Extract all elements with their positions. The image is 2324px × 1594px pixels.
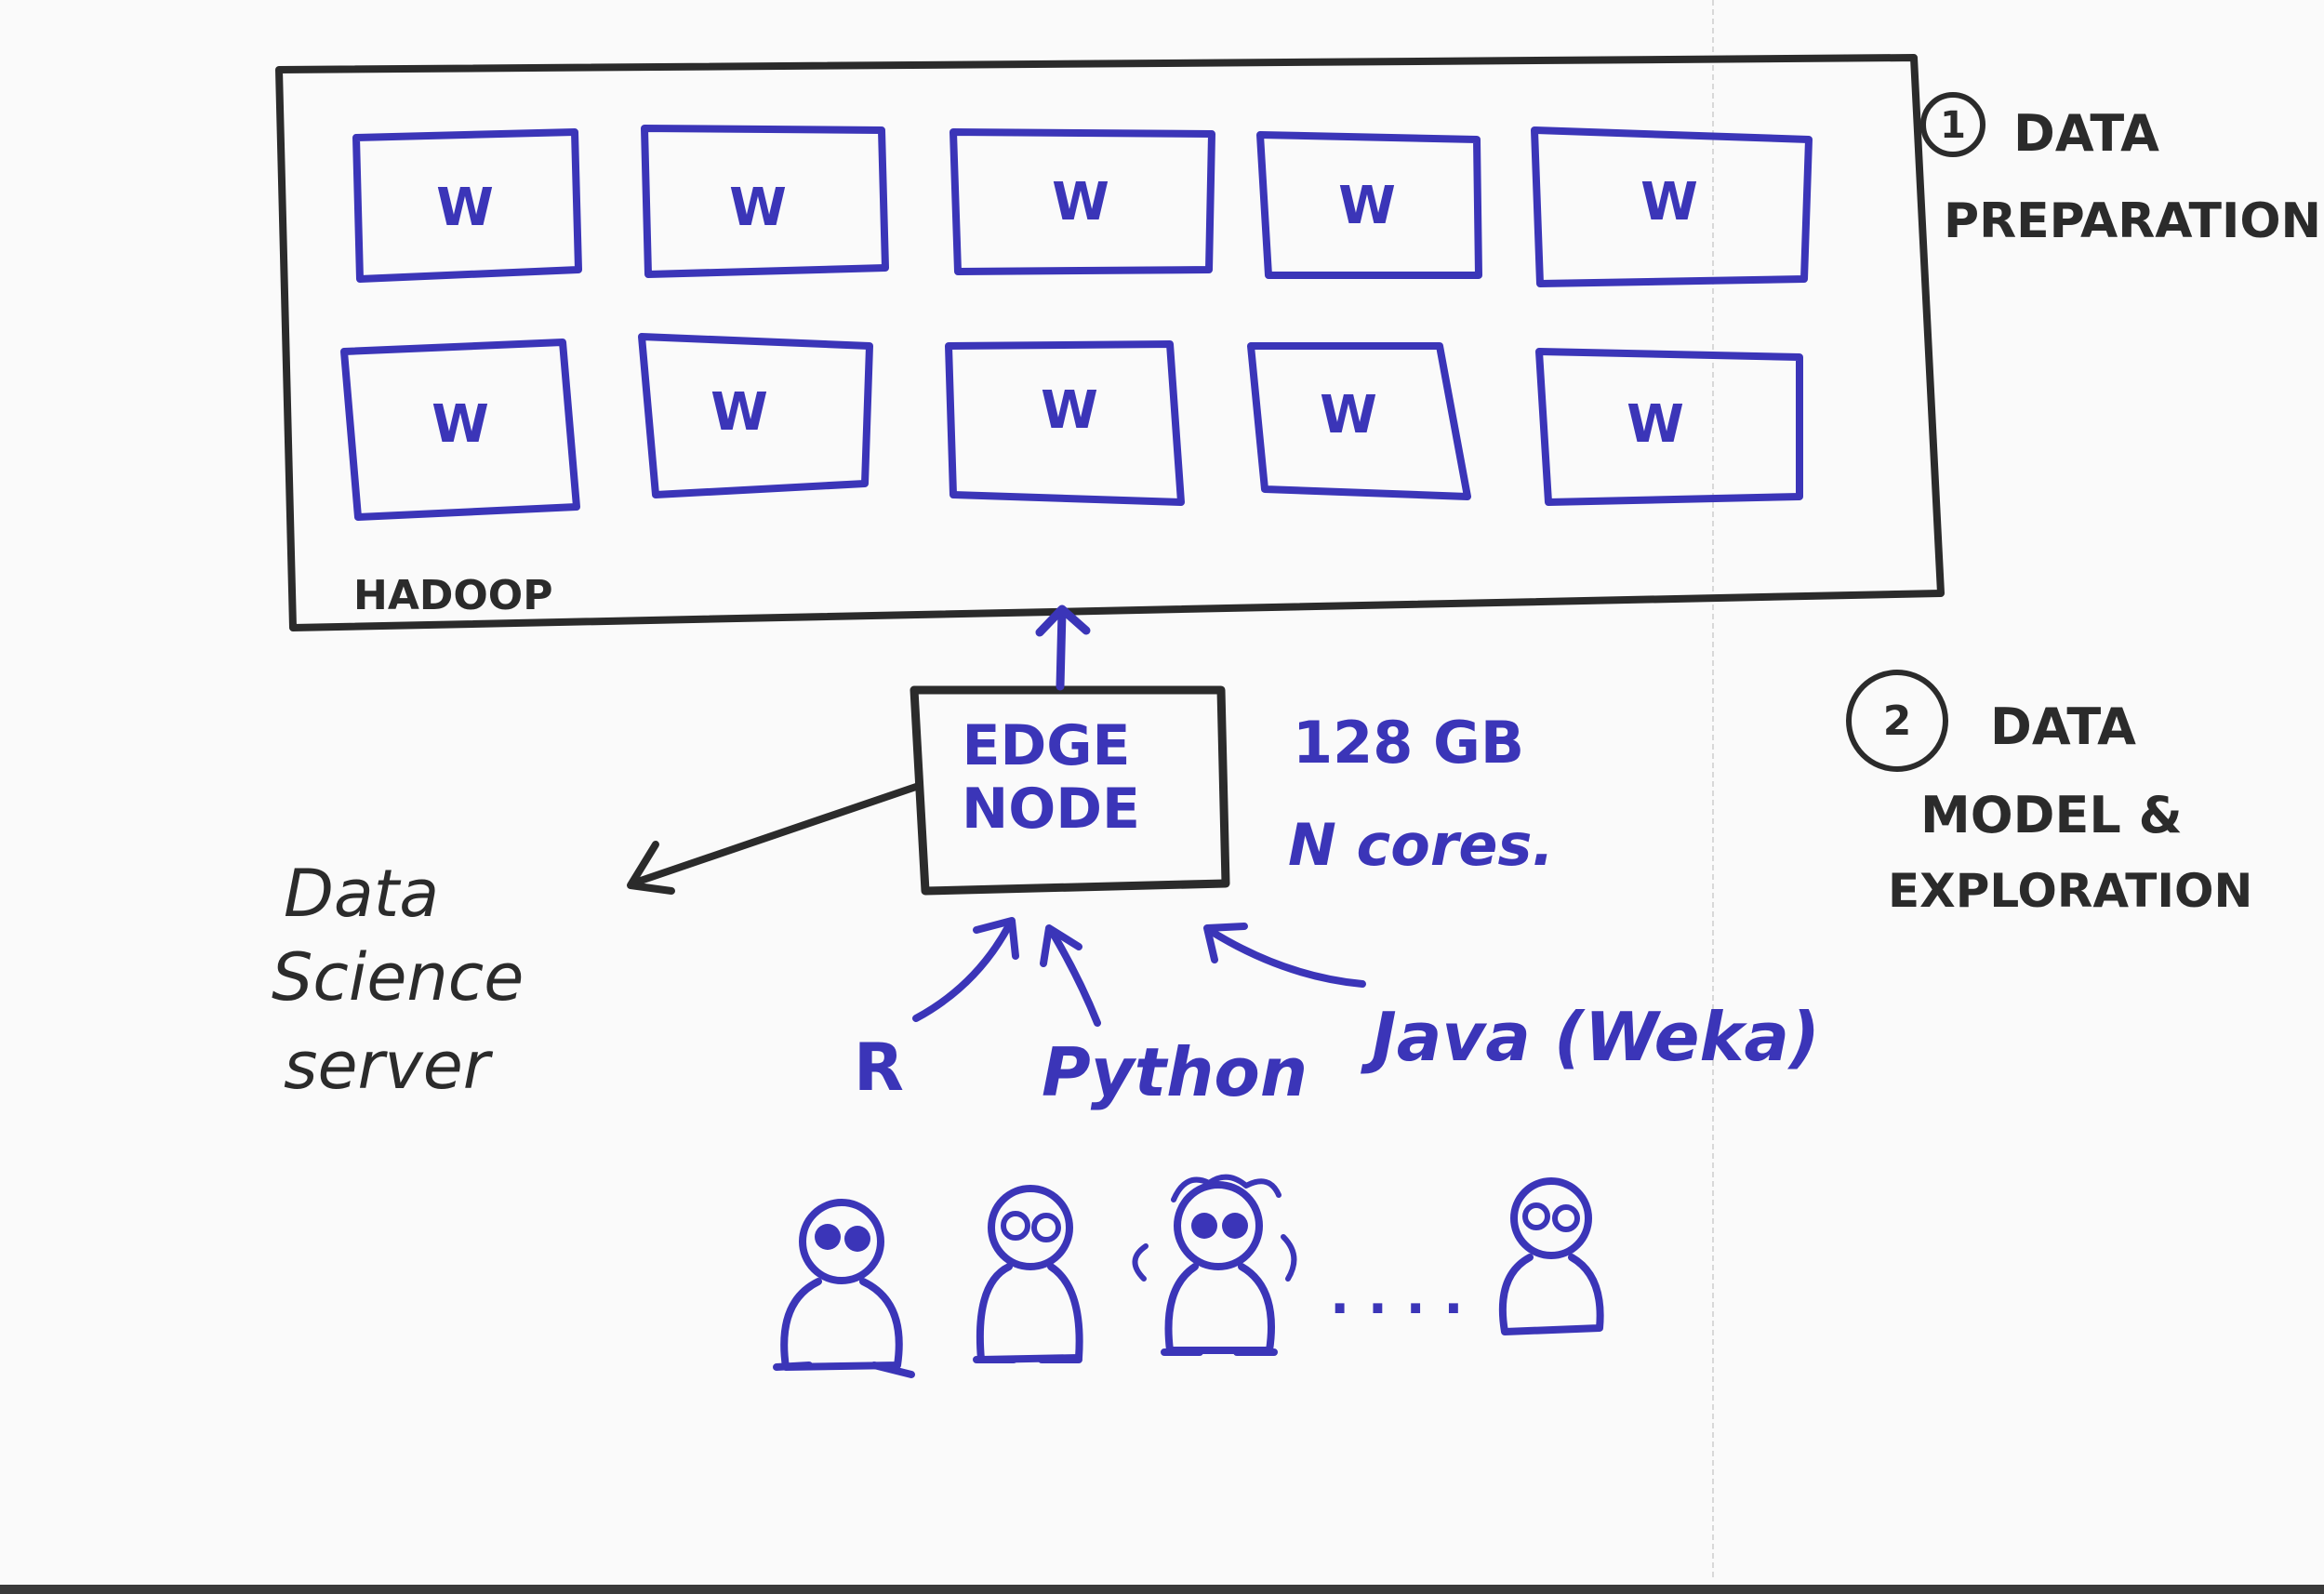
arrow-python-to-edge	[1040, 924, 1101, 1027]
user-figure	[1498, 1177, 1604, 1335]
worker-node: W	[1256, 131, 1482, 279]
worker-node: W	[340, 339, 580, 521]
hadoop-cluster-frame	[275, 54, 1945, 631]
arrow-r-to-edge	[912, 917, 1019, 1022]
worker-node: W	[1535, 348, 1803, 506]
worker-node: W	[945, 340, 1185, 506]
worker-label: W	[432, 394, 489, 455]
arrow-edge-to-hadoop	[1035, 604, 1091, 691]
edge-node-label-line2: NODE	[962, 777, 1140, 842]
language-r-label: R	[854, 1029, 904, 1106]
user-figure	[973, 1185, 1083, 1363]
worker-node: W	[641, 125, 889, 278]
edge-node: EDGE NODE	[910, 685, 1230, 896]
language-java-label: Java (Weka)	[1361, 998, 1820, 1076]
step-2-title-line2: MODEL &	[1920, 786, 2183, 844]
language-python-label: Python	[1042, 1033, 1308, 1111]
server-label-line3: server	[284, 1028, 494, 1104]
step-2-annotation: 2 DATA MODEL & EXPLORATION	[1846, 670, 2252, 918]
worker-label: W	[1052, 172, 1109, 232]
worker-label: W	[1041, 380, 1098, 441]
worker-label: W	[1338, 176, 1396, 236]
worker-node: W	[352, 128, 582, 283]
edge-node-box	[910, 685, 1230, 896]
step-2-title-line3: EXPLORATION	[1888, 864, 2252, 918]
data-science-server-label: Data Science server	[272, 856, 524, 1104]
worker-node: W	[1531, 126, 1813, 287]
step-1-number: 1	[1940, 104, 1966, 147]
worker-label: W	[729, 178, 787, 238]
step-2-number: 2	[1883, 697, 1912, 745]
worker-node: W	[1247, 342, 1471, 500]
step-1-annotation: 1 DATA PREPARATION	[1920, 92, 2321, 249]
step-1-badge	[1920, 92, 1985, 157]
step-2-badge	[1846, 670, 1948, 772]
hadoop-label: HADOOP	[353, 572, 552, 619]
worker-label: W	[1320, 385, 1377, 445]
arrow-java-to-edge	[1203, 923, 1366, 988]
step-1-title-line1: DATA	[2013, 104, 2159, 163]
edge-node-memory: 128 GB	[1293, 709, 1524, 777]
worker-label: W	[436, 178, 494, 238]
server-label-line1: Data	[284, 856, 439, 932]
paper-bottom-edge	[0, 1585, 2324, 1594]
edge-node-cores: N cores.	[1288, 811, 1554, 879]
worker-node: W	[950, 128, 1215, 275]
worker-label: W	[1627, 394, 1684, 455]
step-2-title-line1: DATA	[1990, 697, 2136, 756]
user-figure	[1132, 1174, 1297, 1356]
server-label-line2: Science	[272, 939, 524, 1016]
worker-label: W	[1640, 172, 1698, 232]
user-figure	[773, 1199, 915, 1378]
arrow-edge-to-server	[627, 783, 920, 895]
worker-label: W	[710, 382, 768, 443]
more-users-ellipsis: . . . .	[1330, 1266, 1464, 1326]
step-1-title-line2: PREPARATION	[1944, 193, 2321, 249]
worker-node: W	[638, 333, 873, 498]
edge-node-label-line1: EDGE	[962, 713, 1130, 778]
